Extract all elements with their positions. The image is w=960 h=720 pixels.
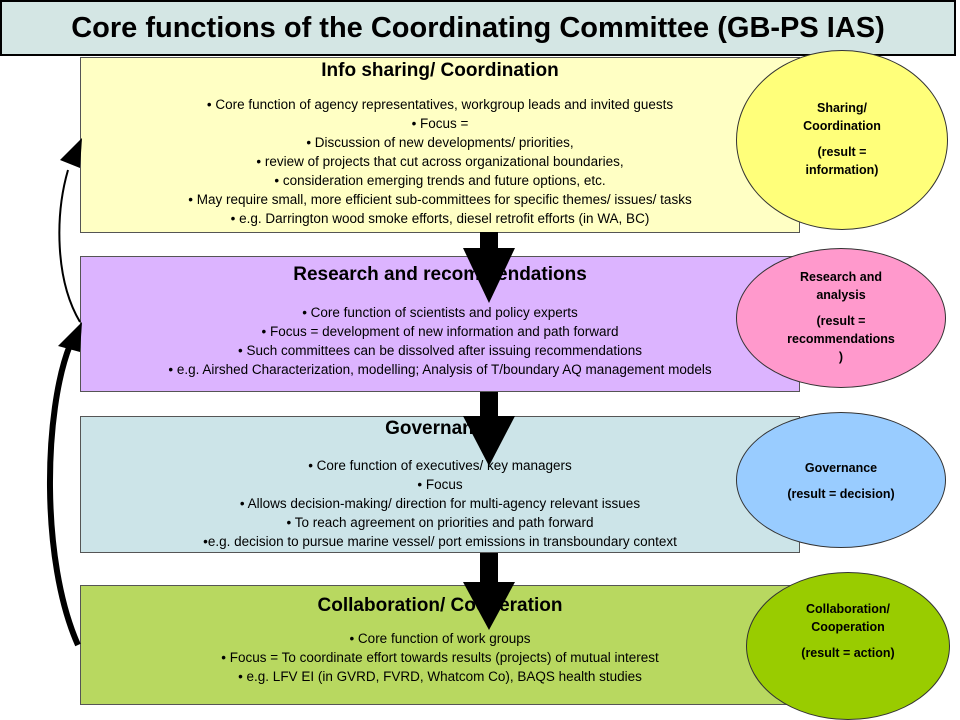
oval-result: ) (838, 350, 844, 364)
box-items: • Core function of scientists and policy… (81, 303, 799, 379)
box-item: • review of projects that cut across org… (256, 154, 624, 169)
oval-label: Collaboration/ (805, 602, 891, 616)
box-item: • Such committees can be dissolved after… (238, 343, 642, 358)
oval-result: information) (805, 163, 879, 177)
research-box: Research and recommendations • Core func… (80, 256, 800, 392)
box-item: • Core function of work groups (349, 631, 531, 646)
box-item: • Core function of executives/ key manag… (308, 458, 572, 473)
box-item: • e.g. LFV EI (in GVRD, FVRD, Whatcom Co… (238, 669, 642, 684)
oval-result: (result = (816, 314, 866, 328)
oval-label: Governance (804, 461, 878, 475)
box-item: • e.g. Airshed Characterization, modelli… (168, 362, 712, 377)
box-item: • Discussion of new developments/ priori… (306, 135, 574, 150)
oval-result: (result = action) (801, 646, 895, 660)
box-item: • Focus = (411, 116, 469, 131)
oval-label: Coordination (803, 119, 881, 133)
box-item: •e.g. decision to pursue marine vessel/ … (203, 534, 677, 549)
box-items: • Core function of executives/ key manag… (81, 456, 799, 551)
box-item: • Allows decision-making/ direction for … (239, 496, 641, 511)
box-item: • consideration emerging trends and futu… (274, 173, 606, 188)
box-item: • Core function of scientists and policy… (302, 305, 578, 320)
governance-box: Governance • Core function of executives… (80, 416, 800, 553)
box-item: • Focus = development of new information… (261, 324, 619, 339)
box-items: • Core function of work groups • Focus =… (81, 629, 799, 686)
sharing-coordination-oval: Sharing/ Coordination (result = informat… (736, 50, 948, 230)
oval-result: (result = decision) (787, 487, 895, 501)
oval-result: (result = (817, 145, 867, 159)
oval-label: Research and (800, 270, 882, 284)
oval-label: Sharing/ (816, 101, 867, 115)
box-item: • Focus (417, 477, 463, 492)
box-item: • May require small, more efficient sub-… (188, 192, 692, 207)
feedback-arrow-thick (47, 322, 82, 647)
governance-oval: Governance (result = decision) (736, 412, 946, 548)
box-heading: Collaboration/ Cooperation (317, 595, 563, 616)
box-heading: Research and recommendations (293, 264, 587, 285)
collaboration-box: Collaboration/ Cooperation • Core functi… (80, 585, 800, 705)
box-items: • Core function of agency representative… (81, 95, 799, 228)
oval-label: analysis (816, 288, 866, 302)
oval-label: Cooperation (811, 620, 885, 634)
box-item: • Core function of agency representative… (206, 97, 674, 112)
box-item: • e.g. Darrington wood smoke efforts, di… (230, 211, 650, 226)
collaboration-oval: Collaboration/ Cooperation (result = act… (746, 572, 950, 720)
oval-result: recommendations (787, 332, 895, 346)
research-analysis-oval: Research and analysis (result = recommen… (736, 248, 946, 388)
info-sharing-box: Info sharing/ Coordination • Core functi… (80, 57, 800, 233)
diagram-title: Core functions of the Coordinating Commi… (0, 0, 956, 56)
box-item: • Focus = To coordinate effort towards r… (221, 650, 659, 665)
box-heading: Info sharing/ Coordination (321, 60, 559, 81)
box-heading: Governance (385, 418, 495, 439)
feedback-arrow-thin (58, 138, 82, 323)
box-item: • To reach agreement on priorities and p… (286, 515, 594, 530)
